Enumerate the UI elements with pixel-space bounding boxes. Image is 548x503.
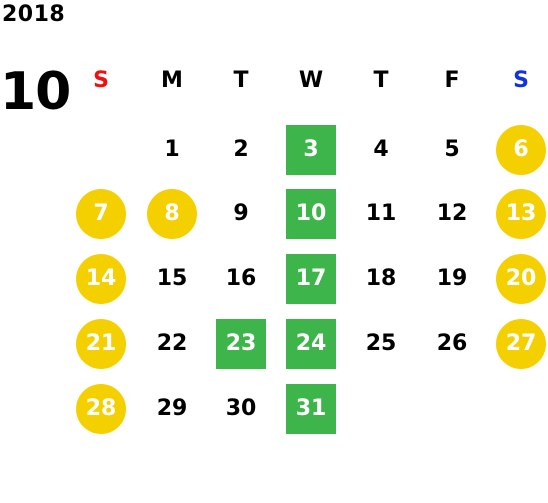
day-cell-11[interactable]: 11: [365, 201, 397, 226]
weekday-label-2: T: [233, 68, 249, 93]
day-cell-15[interactable]: 15: [156, 266, 188, 291]
weekday-label-5: F: [444, 68, 460, 93]
day-cell-24[interactable]: 24: [286, 319, 336, 369]
day-cell-21[interactable]: 21: [76, 319, 126, 369]
day-cell-16[interactable]: 16: [225, 266, 257, 291]
day-cell-31[interactable]: 31: [286, 384, 336, 434]
day-cell-27[interactable]: 27: [496, 319, 546, 369]
weekday-label-0: S: [93, 68, 109, 93]
day-cell-5[interactable]: 5: [444, 137, 460, 162]
day-cell-9[interactable]: 9: [233, 201, 249, 226]
day-cell-7[interactable]: 7: [76, 189, 126, 239]
weekday-label-6: S: [513, 68, 529, 93]
calendar-month: 10: [0, 62, 71, 122]
day-cell-20[interactable]: 20: [496, 254, 546, 304]
weekday-label-3: W: [298, 68, 324, 93]
calendar-year: 2018: [2, 2, 66, 27]
day-cell-28[interactable]: 28: [76, 384, 126, 434]
day-cell-22[interactable]: 22: [156, 331, 188, 356]
day-cell-19[interactable]: 19: [436, 266, 468, 291]
weekday-label-4: T: [373, 68, 389, 93]
day-cell-23[interactable]: 23: [216, 319, 266, 369]
day-cell-13[interactable]: 13: [496, 189, 546, 239]
day-cell-30[interactable]: 30: [225, 396, 257, 421]
day-cell-14[interactable]: 14: [76, 254, 126, 304]
day-cell-25[interactable]: 25: [365, 331, 397, 356]
weekday-label-1: M: [161, 68, 183, 93]
day-cell-12[interactable]: 12: [436, 201, 468, 226]
day-cell-2[interactable]: 2: [233, 137, 249, 162]
day-cell-3[interactable]: 3: [286, 125, 336, 175]
day-cell-29[interactable]: 29: [156, 396, 188, 421]
day-cell-26[interactable]: 26: [436, 331, 468, 356]
day-cell-17[interactable]: 17: [286, 254, 336, 304]
day-cell-10[interactable]: 10: [286, 189, 336, 239]
day-cell-18[interactable]: 18: [365, 266, 397, 291]
day-cell-6[interactable]: 6: [496, 125, 546, 175]
day-cell-4[interactable]: 4: [373, 137, 389, 162]
day-cell-1[interactable]: 1: [164, 137, 180, 162]
day-cell-8[interactable]: 8: [147, 189, 197, 239]
